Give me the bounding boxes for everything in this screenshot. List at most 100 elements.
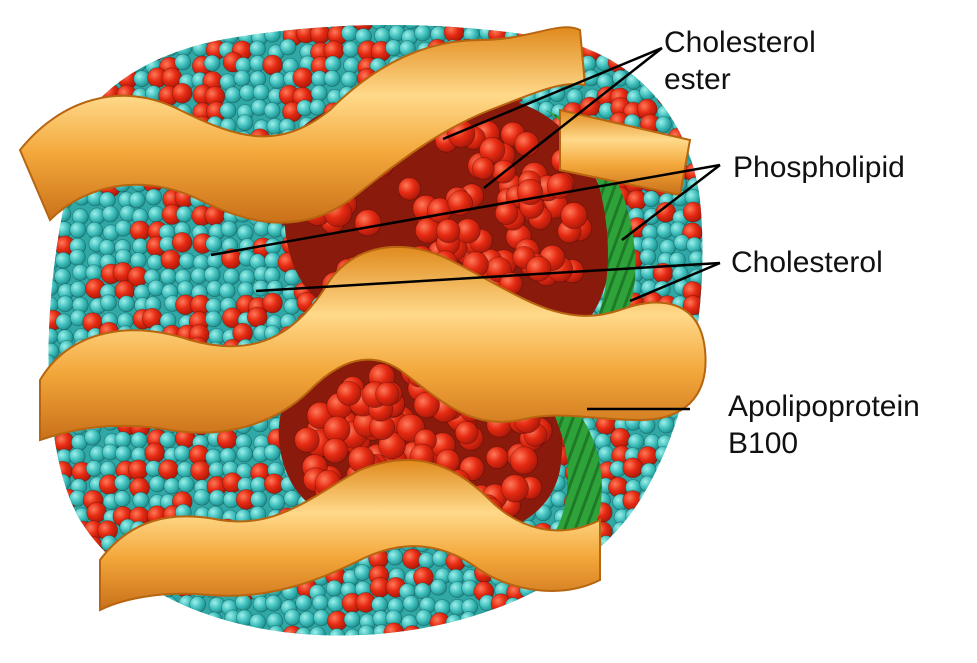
phospholipid-head-bead [55, 568, 71, 584]
phospholipid-head-bead [461, 611, 477, 627]
cholesterol-bead [54, 626, 74, 646]
phospholipid-head-bead [640, 596, 656, 612]
phospholipid-head-bead [329, 629, 345, 645]
phospholipid-head-bead [55, 552, 71, 568]
cholesterol-bead [280, 8, 300, 28]
phospholipid-head-bead [59, 521, 75, 537]
phospholipid-head-bead [114, 491, 130, 507]
phospholipid-head-bead [354, 565, 370, 581]
phospholipid-head-bead [55, 41, 71, 57]
cholesterol-bead [24, 207, 44, 227]
cholesterol-bead [657, 488, 677, 508]
phospholipid-head-bead [206, 236, 222, 252]
phospholipid-head-bead [264, 444, 280, 460]
phospholipid-head-bead [70, 539, 86, 555]
phospholipid-head-bead [29, 345, 45, 361]
cholesterol-bead [145, 443, 165, 463]
cholesterol-bead [263, 55, 283, 75]
phospholipid-head-bead [492, 14, 508, 30]
phospholipid-head-bead [14, 191, 30, 207]
phospholipid-head-bead [704, 149, 720, 165]
phospholipid-head-bead [613, 28, 629, 44]
cholesterol-bead [293, 68, 313, 88]
cholesterol-ester-bead [515, 132, 539, 156]
cholesterol-ester-bead [526, 256, 551, 281]
cholesterol-bead [672, 492, 692, 512]
phospholipid-head-bead [29, 552, 45, 568]
phospholipid-head-bead [249, 630, 265, 646]
cholesterol-ester-bead [375, 382, 398, 405]
phospholipid-head-bead [704, 384, 720, 400]
cholesterol-bead [653, 8, 673, 28]
phospholipid-head-bead [56, 314, 72, 330]
phospholipid-head-bead [11, 537, 27, 553]
phospholipid-head-bead [495, 614, 511, 630]
phospholipid-head-bead [448, 11, 464, 27]
cholesterol-bead [172, 232, 192, 252]
phospholipid-head-bead [579, 9, 595, 25]
cholesterol-bead [654, 566, 674, 586]
phospholipid-head-bead [299, 611, 315, 627]
phospholipid-head-bead [268, 625, 284, 641]
phospholipid-head-bead [10, 163, 26, 179]
phospholipid-head-bead [415, 583, 431, 599]
phospholipid-head-bead [160, 624, 176, 640]
cholesterol-bead [8, 325, 28, 345]
phospholipid-head-bead [87, 26, 103, 42]
phospholipid-head-bead [39, 14, 55, 30]
cholesterol-bead [41, 39, 61, 59]
phospholipid-head-bead [702, 506, 718, 522]
phospholipid-head-bead [42, 238, 58, 254]
cholesterol-bead [22, 446, 42, 466]
phospholipid-head-bead [149, 476, 165, 492]
phospholipid-head-bead [626, 508, 642, 524]
phospholipid-head-bead [476, 628, 492, 644]
phospholipid-head-bead [341, 25, 357, 41]
phospholipid-head-bead [655, 117, 671, 133]
phospholipid-head-bead [505, 598, 521, 614]
cholesterol-bead [522, 9, 542, 29]
cholesterol-bead [23, 489, 43, 509]
phospholipid-head-bead [234, 70, 250, 86]
phospholipid-head-bead [24, 400, 40, 416]
phospholipid-head-bead [12, 253, 28, 269]
cholesterol-ester-bead [337, 381, 361, 405]
phospholipid-head-bead [73, 56, 89, 72]
phospholipid-head-bead [12, 549, 28, 565]
phospholipid-head-bead [14, 298, 30, 314]
phospholipid-head-bead [477, 10, 493, 26]
cholesterol-bead [83, 537, 103, 557]
phospholipid-head-bead [688, 147, 704, 163]
cholesterol-bead [402, 626, 422, 646]
phospholipid-head-bead [70, 281, 86, 297]
cholesterol-ester-bead [436, 219, 460, 243]
phospholipid-head-bead [204, 267, 220, 283]
phospholipid-head-bead [265, 595, 281, 611]
phospholipid-head-bead [131, 432, 147, 448]
phospholipid-head-bead [419, 630, 435, 646]
phospholipid-head-bead [416, 610, 432, 626]
phospholipid-head-bead [670, 508, 686, 524]
phospholipid-head-bead [280, 39, 296, 55]
phospholipid-head-bead [176, 206, 192, 222]
phospholipid-head-bead [344, 629, 360, 645]
phospholipid-head-bead [264, 102, 280, 118]
phospholipid-head-bead [371, 14, 387, 30]
phospholipid-head-bead [699, 114, 715, 130]
cholesterol-bead [597, 12, 617, 32]
phospholipid-head-bead [178, 476, 194, 492]
phospholipid-head-bead [162, 40, 178, 56]
phospholipid-head-bead [327, 12, 343, 28]
phospholipid-head-bead [118, 296, 134, 312]
phospholipid-head-bead [296, 595, 312, 611]
phospholipid-head-bead [9, 432, 25, 448]
phospholipid-head-bead [311, 85, 327, 101]
cholesterol-bead [683, 202, 703, 222]
cholesterol-bead [609, 534, 629, 554]
cholesterol-bead [128, 460, 148, 480]
phospholipid-head-bead [147, 30, 163, 46]
cholesterol-bead [10, 10, 30, 30]
phospholipid-head-bead [209, 490, 225, 506]
phospholipid-head-bead [42, 446, 58, 462]
phospholipid-head-bead [613, 522, 629, 538]
